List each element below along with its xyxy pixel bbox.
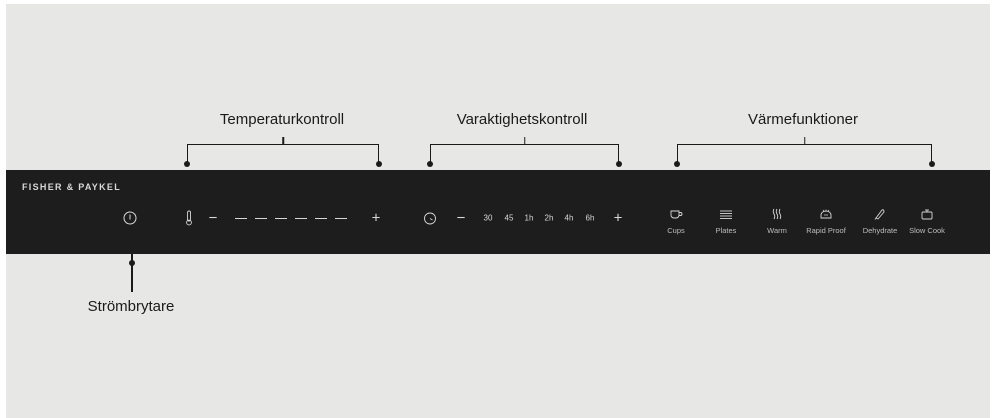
temperature-level-segment[interactable] <box>275 218 287 220</box>
function-label: Rapid Proof <box>806 226 846 235</box>
function-warm[interactable]: Warm <box>747 208 807 235</box>
power-callout-dot <box>128 260 135 266</box>
dehydrate-icon <box>874 209 885 220</box>
power-switch-heading: Strömbrytare <box>87 298 175 315</box>
temperature-level-segment[interactable] <box>235 218 247 220</box>
function-label: Warm <box>767 226 787 235</box>
duration-option-45[interactable]: 45 <box>504 213 514 223</box>
function-plates[interactable]: Plates <box>696 208 756 235</box>
warm-waves-icon <box>772 208 782 220</box>
function-dehydrate[interactable]: Dehydrate <box>850 208 910 235</box>
temperature-level-segment[interactable] <box>315 218 327 220</box>
diagram-canvas: Temperaturkontroll Varaktighetskontroll … <box>6 4 990 418</box>
rapid-proof-icon <box>820 209 832 219</box>
temperature-level-segment[interactable] <box>255 218 267 220</box>
functions-bracket <box>674 137 935 167</box>
power-icon[interactable] <box>123 211 137 225</box>
function-label: Plates <box>715 226 737 235</box>
temperature-level-segment[interactable] <box>335 218 347 220</box>
temperature-bracket <box>184 137 382 167</box>
function-label: Dehydrate <box>862 226 898 235</box>
duration-control-heading: Varaktighetskontroll <box>456 111 588 128</box>
function-label: Cups <box>667 226 685 235</box>
temperature-decrease-button[interactable]: − <box>208 209 218 227</box>
duration-decrease-button[interactable]: − <box>456 209 466 227</box>
duration-bracket <box>427 137 622 167</box>
plates-icon <box>720 210 732 219</box>
power-callout-line <box>131 254 133 292</box>
function-slow-cook[interactable]: Slow Cook <box>897 208 957 235</box>
thermometer-icon <box>186 210 192 226</box>
cup-icon <box>670 210 683 219</box>
duration-option-6h[interactable]: 6h <box>585 213 595 223</box>
function-cups[interactable]: Cups <box>646 208 706 235</box>
temperature-increase-button[interactable]: + <box>371 209 381 227</box>
slow-cook-pot-icon <box>921 209 933 220</box>
function-rapid-proof[interactable]: Rapid Proof <box>796 208 856 235</box>
duration-option-4h[interactable]: 4h <box>564 213 574 223</box>
function-label: Slow Cook <box>909 226 945 235</box>
duration-option-30[interactable]: 30 <box>483 213 493 223</box>
temperature-control-heading: Temperaturkontroll <box>219 111 345 128</box>
control-panel: FISHER & PAYKEL − + − 30 45 1h 2h 4h 6h <box>6 170 990 254</box>
timer-icon <box>424 212 436 225</box>
duration-option-2h[interactable]: 2h <box>544 213 554 223</box>
brand-logo: FISHER & PAYKEL <box>22 182 122 192</box>
heat-functions-heading: Värmefunktioner <box>747 111 859 128</box>
temperature-level-segment[interactable] <box>295 218 307 220</box>
duration-increase-button[interactable]: + <box>613 209 623 227</box>
duration-option-1h[interactable]: 1h <box>524 213 534 223</box>
